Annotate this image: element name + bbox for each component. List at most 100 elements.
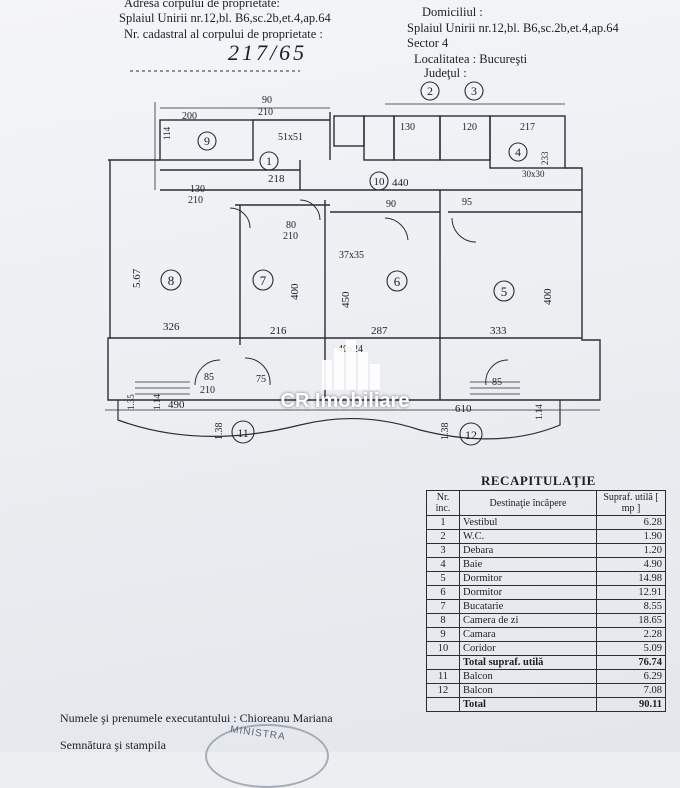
room-number-10: 10: [374, 176, 386, 188]
table-header-row: Nr. inc. Destinaţie încăpere Supraf. uti…: [426, 490, 666, 516]
col-header-area: Supraf. utilă [ mp ]: [596, 490, 666, 516]
row-area: 1.90: [596, 529, 666, 544]
recap-title: RECAPITULAŢIE: [481, 473, 596, 488]
row-area: 5.09: [596, 641, 666, 656]
domicile-county: Judeţul :: [424, 66, 467, 80]
property-address: Splaiul Unirii nr.12,bl. B6,sc.2b,et.4,a…: [119, 11, 331, 25]
row-area: 6.28: [596, 515, 666, 530]
row-nr: 7: [426, 599, 460, 614]
row-nr: 1: [426, 515, 460, 530]
domicile-label: Domiciliul :: [422, 5, 483, 19]
cadastral-number-handwritten: 217/65: [228, 40, 308, 65]
row-destination: Dormitor: [459, 585, 597, 600]
dim-label: 85: [204, 372, 214, 383]
row-nr: 5: [426, 571, 460, 586]
dim-label: 218: [268, 173, 285, 185]
row-destination: Dormitor: [459, 571, 597, 586]
dim-label: 610: [455, 403, 472, 415]
row-nr: 3: [426, 543, 460, 558]
room-number-1: 1: [266, 154, 272, 168]
dim-label: 440: [392, 177, 409, 189]
dim-label: 85: [492, 377, 502, 388]
total-row: Total 90.11: [426, 697, 666, 712]
domicile-locality: Localitatea : Bucureşti: [414, 52, 528, 66]
row-nr: 4: [426, 557, 460, 572]
dim-label: 51x51: [278, 132, 303, 143]
signature-label: Semnătura şi stampila: [60, 738, 166, 752]
dim-label: 120: [462, 122, 477, 133]
watermark-text: CR Imobiliare: [280, 390, 410, 412]
row-nr: 2: [426, 529, 460, 544]
row-destination: Bucatarie: [459, 599, 597, 614]
room-number-12: 12: [465, 428, 477, 442]
dim-label: 326: [163, 321, 180, 333]
row-destination: Coridor: [459, 641, 597, 656]
row-area: 18.65: [596, 613, 666, 628]
dim-label: 210: [200, 385, 215, 396]
total-label: Total: [459, 697, 597, 712]
dim-label: 1.38: [440, 423, 451, 441]
dim-label: 450: [340, 291, 352, 308]
row-area: 2.28: [596, 627, 666, 642]
room-number-11: 11: [237, 426, 249, 440]
dim-label: 37x35: [339, 250, 364, 261]
buildings-logo-icon: [322, 340, 380, 390]
row-destination: Baie: [459, 557, 597, 572]
row-area: 1.20: [596, 543, 666, 558]
dim-label: 210: [188, 195, 203, 206]
dim-label: 490: [168, 399, 185, 411]
floor-plan-drawing: 9 1 2 3 4 5 6 7 8 10 11 12 200 114 90 21…: [105, 70, 601, 446]
room-number-4: 4: [515, 145, 521, 159]
room-number-9: 9: [204, 134, 210, 148]
row-destination: Camera de zi: [459, 613, 597, 628]
dim-label: 233: [540, 151, 550, 165]
dim-label: 90: [386, 199, 396, 210]
dim-label: 95: [462, 197, 472, 208]
dim-label: 90: [262, 95, 272, 106]
row-area: 4.90: [596, 557, 666, 572]
executant-name: Numele şi prenumele executantului : Chio…: [60, 711, 333, 725]
watermark: CR Imobiliare: [250, 338, 440, 428]
total-util-label: Total supraf. utilă: [459, 655, 597, 670]
row-destination: W.C.: [459, 529, 597, 544]
row-destination: Debara: [459, 543, 597, 558]
dim-label: 333: [490, 325, 507, 337]
row-area: 14.98: [596, 571, 666, 586]
dim-label: 400: [542, 288, 554, 305]
total-value: 90.11: [596, 697, 666, 712]
row-destination: Balcon: [459, 683, 597, 698]
room-number-3: 3: [471, 84, 477, 98]
recap-table: Nr. inc. Destinaţie încăpere Supraf. uti…: [426, 490, 666, 712]
row-nr: 12: [426, 683, 460, 698]
row-area: 8.55: [596, 599, 666, 614]
row-nr: 11: [426, 669, 460, 684]
dim-label: 75: [256, 374, 266, 385]
dim-label: 1.14: [152, 394, 162, 410]
row-nr: 9: [426, 627, 460, 642]
dim-label: 80: [286, 220, 296, 231]
row-nr: 10: [426, 641, 460, 656]
dim-label: 1.35: [126, 394, 136, 410]
room-number-7: 7: [260, 273, 267, 288]
dim-label: 217: [520, 122, 535, 133]
dim-label: 210: [258, 107, 273, 118]
total-util-value: 76.74: [596, 655, 666, 670]
room-number-6: 6: [394, 274, 401, 289]
dim-label: 216: [270, 325, 287, 337]
row-destination: Balcon: [459, 669, 597, 684]
dim-label: 114: [162, 126, 172, 140]
domicile-sector: Sector 4: [407, 36, 449, 50]
